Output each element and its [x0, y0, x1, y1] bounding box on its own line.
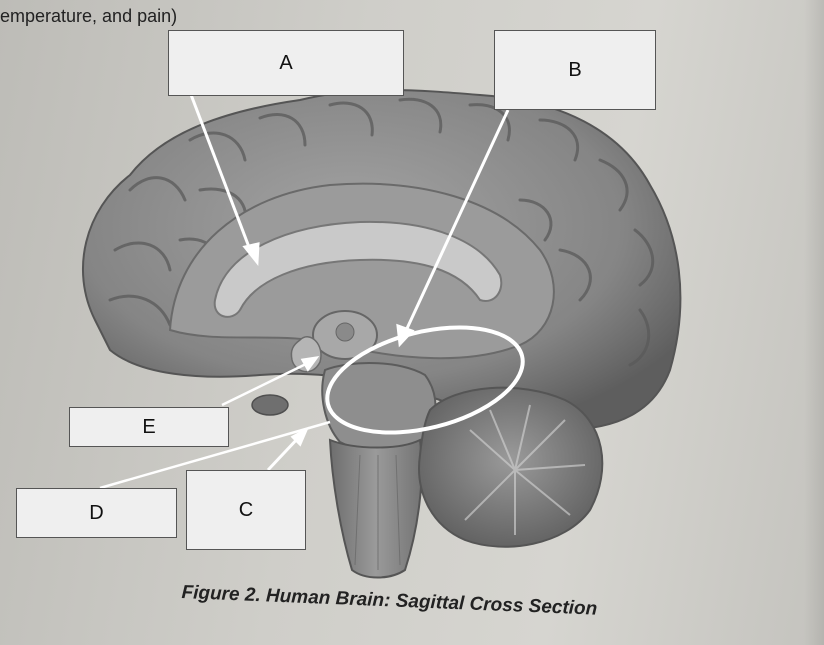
- pointer-a: [188, 91, 254, 256]
- label-box-e[interactable]: E: [69, 407, 229, 447]
- brainstem: [328, 438, 423, 579]
- label-box-b[interactable]: B: [494, 30, 656, 110]
- midbrain-pons: [321, 362, 437, 453]
- label-d-text: D: [89, 501, 104, 524]
- pointer-a-head: [242, 242, 260, 267]
- header-text: emperature, and pain): [0, 6, 178, 26]
- label-b-text: B: [568, 58, 582, 81]
- label-box-d[interactable]: D: [16, 488, 177, 538]
- pointer-b: [402, 109, 510, 336]
- label-a-text: A: [279, 51, 293, 74]
- pointer-b-head: [396, 323, 415, 348]
- pointer-c: [266, 434, 302, 472]
- pointer-c-head: [290, 426, 310, 447]
- pointer-d: [99, 420, 331, 490]
- pointer-lines: [99, 91, 510, 490]
- pointer-e: [221, 360, 311, 407]
- label-e-text: E: [142, 415, 156, 438]
- highlight-oval: [325, 325, 525, 435]
- pituitary: [251, 394, 289, 416]
- label-box-a[interactable]: A: [168, 30, 404, 96]
- label-c-text: C: [238, 498, 254, 521]
- label-box-c[interactable]: C: [186, 470, 306, 550]
- pointer-e-head: [300, 355, 320, 372]
- corpus-callosum: [213, 220, 503, 318]
- arbor-vitae: [464, 404, 586, 535]
- paper-edge-shadow: [804, 0, 824, 645]
